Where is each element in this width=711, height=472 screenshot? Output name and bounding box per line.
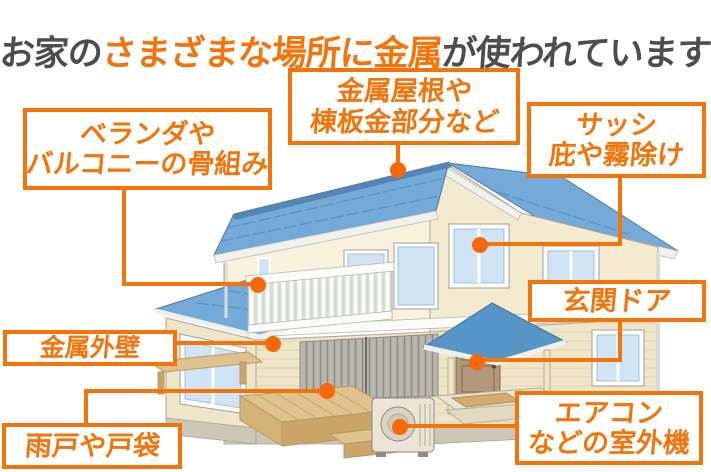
marker-aircon xyxy=(392,419,408,435)
connector-wall xyxy=(175,341,275,345)
label-metal-roof-line1: 金属屋根や xyxy=(335,76,473,107)
connector-shutter-horizontal xyxy=(84,389,329,393)
label-aircon-line1: エアコン xyxy=(553,397,665,428)
label-sash-canopy: サッシ 庇や霧除け xyxy=(527,102,706,178)
label-metal-siding-text: 金属外壁 xyxy=(38,334,142,362)
label-entrance-door-text: 玄関ドア xyxy=(561,285,673,316)
connector-sash-horizontal xyxy=(480,242,622,246)
label-veranda-line1: ベランダや xyxy=(78,118,217,149)
connector-veranda-horizontal xyxy=(122,282,262,286)
connector-roof xyxy=(396,143,400,173)
label-sash-line2: 庇や霧除け xyxy=(547,140,686,170)
label-veranda-balcony: ベランダや バルコニーの骨組み xyxy=(23,108,272,190)
label-storm-shutters-text: 雨戸や戸袋 xyxy=(23,430,161,461)
connector-shutter-vertical xyxy=(84,389,88,425)
connector-door-horizontal xyxy=(477,358,622,362)
marker-wall xyxy=(265,336,281,352)
marker-sash xyxy=(472,237,488,253)
label-aircon-outdoor-unit: エアコン などの室外機 xyxy=(515,391,703,465)
connector-sash-vertical xyxy=(618,176,622,246)
connector-aircon xyxy=(398,424,518,428)
label-metal-roof-line2: 棟板金部分など xyxy=(308,106,500,137)
label-veranda-line2: バルコニーの骨組み xyxy=(24,149,271,179)
garden-bench xyxy=(148,351,264,373)
page-title: お家のさまざまな場所に金属が使われています xyxy=(0,25,711,76)
title-highlight: さまざまな場所に金属 xyxy=(100,34,444,74)
label-metal-roof: 金属屋根や 棟板金部分など xyxy=(288,68,520,145)
marker-veranda xyxy=(250,277,266,293)
label-metal-siding: 金属外壁 xyxy=(3,330,177,366)
title-prefix: お家の xyxy=(0,34,104,74)
label-entrance-door: 玄関ドア xyxy=(528,280,706,322)
label-sash-line1: サッシ xyxy=(574,109,659,140)
gutters xyxy=(224,252,660,418)
title-suffix: が使われています xyxy=(440,34,711,74)
marker-roof xyxy=(390,162,406,178)
connector-veranda-vertical xyxy=(122,188,126,286)
marker-shutter xyxy=(319,383,335,399)
label-aircon-line2: などの室外機 xyxy=(526,428,692,458)
connector-door-vertical xyxy=(618,320,622,362)
marker-door xyxy=(469,354,485,370)
label-storm-shutters: 雨戸や戸袋 xyxy=(2,423,182,469)
